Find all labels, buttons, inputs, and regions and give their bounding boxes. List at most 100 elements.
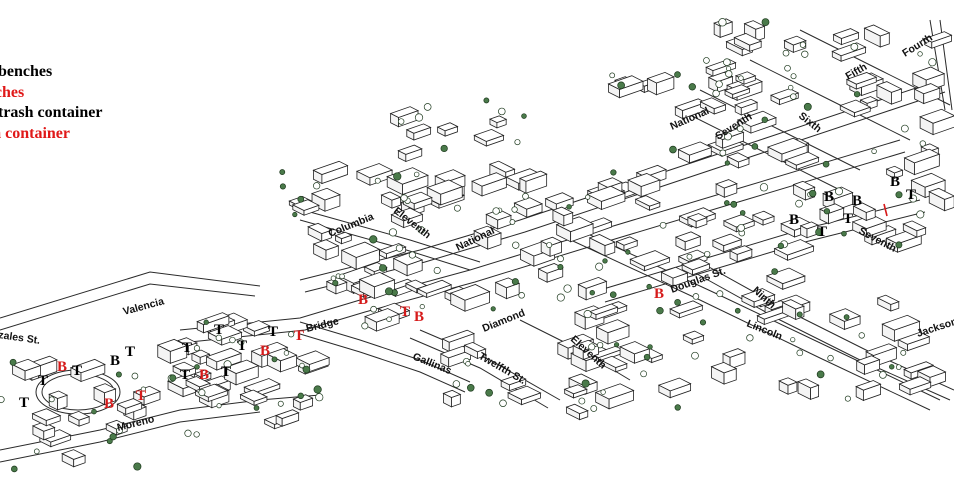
legend-existing-trash: g trash container — [0, 104, 103, 121]
tree — [193, 345, 201, 352]
tree — [253, 405, 260, 411]
building — [876, 294, 900, 312]
tree — [736, 125, 744, 133]
tree — [453, 204, 461, 212]
building — [726, 152, 751, 169]
building — [615, 236, 639, 252]
building — [765, 267, 806, 290]
tree — [556, 293, 565, 302]
tree — [279, 169, 286, 176]
tree — [361, 322, 369, 330]
building — [473, 225, 503, 250]
tree — [822, 160, 830, 168]
tree — [751, 143, 759, 150]
street-label-jackson: Jackson — [915, 315, 954, 339]
tree — [140, 386, 146, 392]
building — [439, 345, 472, 368]
tree — [485, 388, 493, 397]
tree — [277, 400, 284, 407]
tree — [198, 389, 206, 397]
new-bench-marker: B — [199, 367, 209, 383]
building — [885, 165, 904, 179]
street-label-valencia: Valencia — [122, 295, 166, 318]
tree — [395, 244, 404, 252]
tree — [223, 360, 232, 369]
building — [563, 384, 588, 399]
existing-trash-marker: T — [72, 363, 82, 379]
building — [386, 167, 429, 196]
tree — [238, 339, 245, 346]
building — [390, 207, 424, 229]
tree — [909, 194, 918, 203]
tree — [215, 334, 223, 342]
tree — [827, 354, 834, 362]
tree — [761, 116, 768, 123]
tree — [288, 331, 295, 338]
building — [93, 383, 117, 406]
building — [61, 449, 87, 468]
tree — [585, 194, 591, 200]
tree — [374, 177, 381, 184]
tree — [674, 404, 681, 411]
tree — [483, 97, 490, 104]
legend-existing-benches: g benches — [0, 63, 53, 80]
building — [831, 42, 867, 62]
tree — [610, 169, 617, 176]
building — [31, 408, 62, 427]
building — [340, 241, 381, 271]
building — [619, 341, 651, 364]
new-bench-marker: B — [260, 343, 270, 359]
building — [851, 214, 888, 238]
tree — [465, 361, 471, 367]
building — [734, 98, 759, 116]
tree — [850, 42, 859, 51]
tree — [203, 319, 209, 325]
building — [913, 83, 941, 105]
tree — [646, 283, 652, 290]
tree — [719, 149, 727, 157]
tree — [734, 307, 741, 314]
tree — [0, 396, 5, 404]
tree — [803, 102, 812, 111]
tree — [33, 448, 40, 455]
tree — [330, 275, 337, 281]
existing-trash-marker: T — [843, 211, 853, 227]
existing-bench-marker: B — [789, 212, 799, 228]
tree — [595, 262, 604, 271]
building — [740, 288, 776, 309]
tree — [790, 337, 796, 343]
tree — [133, 462, 142, 471]
building — [682, 330, 705, 345]
tree — [725, 70, 733, 78]
tree — [115, 371, 122, 378]
building — [507, 385, 542, 406]
tree — [511, 278, 519, 286]
building — [473, 128, 505, 147]
street-label-sixth: Sixth — [796, 110, 824, 135]
new-trash-marker: T — [294, 328, 304, 344]
tree — [602, 258, 608, 264]
building — [223, 359, 260, 386]
tree — [490, 306, 496, 312]
tree — [169, 374, 177, 382]
building — [471, 172, 508, 197]
building — [537, 263, 564, 283]
tree — [522, 192, 529, 200]
building — [577, 276, 608, 301]
existing-trash-marker: T — [906, 187, 916, 203]
tree — [928, 58, 937, 67]
building — [669, 300, 704, 319]
building — [488, 115, 508, 129]
tree — [730, 200, 738, 208]
building — [463, 341, 487, 360]
existing-trash-marker: T — [237, 338, 247, 354]
building — [594, 383, 635, 410]
street-label-diamond: Diamond — [481, 307, 527, 335]
building — [686, 213, 708, 229]
new-trash-marker: T — [400, 304, 410, 320]
tree — [385, 287, 393, 296]
existing-bench-marker: B — [824, 189, 834, 205]
tree — [716, 290, 724, 298]
building — [291, 199, 320, 216]
building — [292, 394, 314, 411]
